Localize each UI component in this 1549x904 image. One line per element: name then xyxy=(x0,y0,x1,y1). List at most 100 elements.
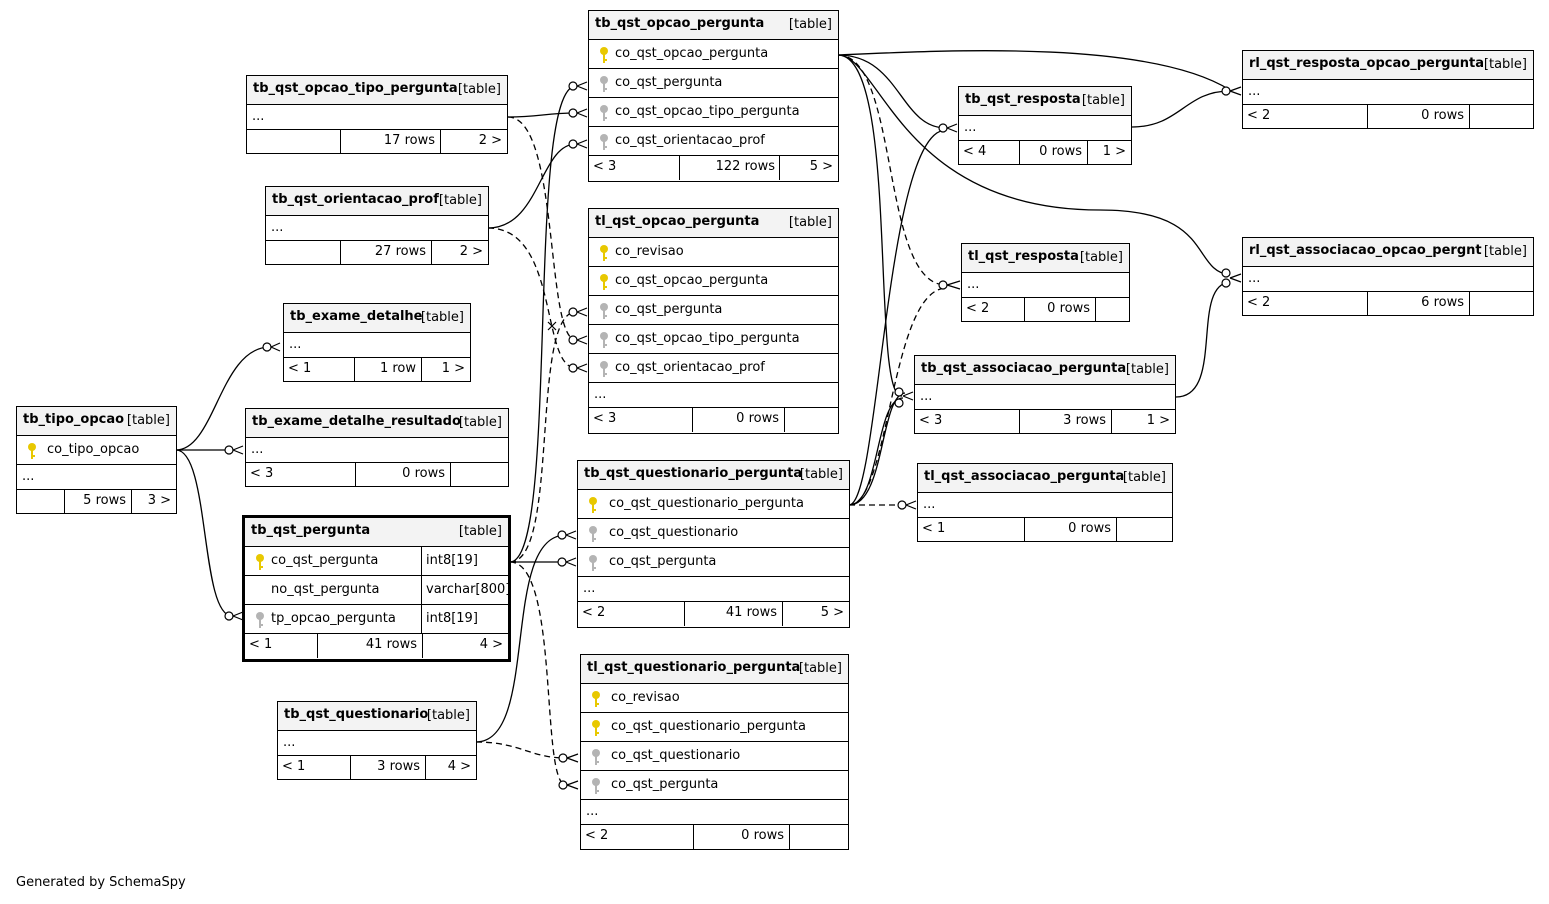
table-tag: [table] xyxy=(457,82,501,97)
table-tb-qst-opcao-tipo-pergunta[interactable]: tb_qst_opcao_tipo_pergunta[table] ... 17… xyxy=(246,75,508,154)
children-count[interactable]: 5 > xyxy=(779,156,838,180)
primary-key-icon xyxy=(599,273,609,291)
parents-count[interactable]: < 3 xyxy=(250,466,274,481)
columns-ellipsis: ... xyxy=(1243,267,1533,292)
columns-ellipsis: ... xyxy=(962,273,1129,298)
table-tag: [table] xyxy=(458,415,502,430)
parents-count[interactable]: < 1 xyxy=(249,637,273,652)
children-count[interactable]: 2 > xyxy=(431,241,488,265)
parents-count xyxy=(17,490,64,514)
children-count[interactable]: 1 > xyxy=(1111,410,1175,434)
field-row: co_revisao xyxy=(581,684,848,713)
table-header: tb_qst_associacao_pergunta[table] xyxy=(915,356,1175,385)
table-tag: [table] xyxy=(126,413,170,428)
foreign-key-icon xyxy=(599,302,609,320)
table-tl-qst-opcao-pergunta[interactable]: tl_qst_opcao_pergunta[table] co_revisao … xyxy=(588,208,839,434)
field-name: co_qst_questionario_pergunta xyxy=(611,719,806,734)
foreign-key-icon xyxy=(599,104,609,122)
parents-count[interactable]: < 4 xyxy=(963,144,987,159)
table-name: tl_qst_associacao_pergunta xyxy=(924,469,1125,484)
field-name: co_qst_pergunta xyxy=(615,302,723,317)
table-tl-qst-questionario-pergunta[interactable]: tl_qst_questionario_pergunta[table] co_r… xyxy=(580,654,849,850)
columns-ellipsis: ... xyxy=(589,383,838,408)
field-name: co_qst_pergunta xyxy=(615,75,723,90)
primary-key-icon xyxy=(599,46,609,64)
row-count: 122 rows xyxy=(679,156,780,180)
children-count[interactable]: 3 > xyxy=(131,490,176,514)
parents-count[interactable]: < 2 xyxy=(1247,295,1271,310)
table-name: tb_qst_pergunta xyxy=(251,523,371,538)
children-count[interactable]: 1 > xyxy=(421,358,470,382)
table-tag: [table] xyxy=(426,708,470,723)
field-name: co_qst_opcao_tipo_pergunta xyxy=(615,104,800,119)
table-tag: [table] xyxy=(1081,93,1125,108)
parents-count[interactable]: < 1 xyxy=(922,521,946,536)
table-name: tb_qst_opcao_tipo_pergunta xyxy=(253,81,458,96)
field-row: co_qst_orientacao_prof xyxy=(589,127,838,156)
field-name: co_revisao xyxy=(615,244,684,259)
parents-count[interactable]: < 2 xyxy=(585,828,609,843)
row-count: 1 row xyxy=(354,358,421,382)
children-count[interactable]: 1 > xyxy=(1087,141,1131,165)
table-tl-qst-associacao-pergunta[interactable]: tl_qst_associacao_pergunta[table] ... < … xyxy=(917,463,1173,542)
table-tag: [table] xyxy=(798,661,842,676)
columns-ellipsis: ... xyxy=(959,116,1131,141)
table-tb-qst-opcao-pergunta[interactable]: tb_qst_opcao_pergunta[table] co_qst_opca… xyxy=(588,10,839,182)
parents-count[interactable]: < 3 xyxy=(593,411,617,426)
field-name: co_qst_opcao_pergunta xyxy=(615,46,769,61)
primary-key-icon xyxy=(588,496,598,514)
field-name: tp_opcao_pergunta xyxy=(271,611,396,626)
primary-key-icon xyxy=(27,442,37,460)
parents-count[interactable]: < 3 xyxy=(593,159,617,174)
parents-count[interactable]: < 2 xyxy=(582,605,606,620)
table-rl-qst-associacao-opcao-pergnt[interactable]: rl_qst_associacao_opcao_pergnt[table] ..… xyxy=(1242,237,1534,316)
foreign-key-icon xyxy=(599,133,609,151)
field-name: no_qst_pergunta xyxy=(271,582,380,597)
row-count: 0 rows xyxy=(355,463,450,487)
children-count xyxy=(784,408,838,432)
table-name: rl_qst_associacao_opcao_pergnt xyxy=(1249,243,1482,258)
children-count[interactable]: 4 > xyxy=(425,756,476,780)
table-tb-tipo-opcao[interactable]: tb_tipo_opcao[table] co_tipo_opcao ... 5… xyxy=(16,406,177,514)
field-name: co_qst_pergunta xyxy=(609,554,717,569)
table-tb-qst-orientacao-prof[interactable]: tb_qst_orientacao_prof[table] ... 27 row… xyxy=(265,186,489,265)
parents-count[interactable]: < 2 xyxy=(966,301,990,316)
table-tb-exame-detalhe-resultado[interactable]: tb_exame_detalhe_resultado[table] ... < … xyxy=(245,408,509,487)
field-row: co_revisao xyxy=(589,238,838,267)
children-count xyxy=(789,825,848,849)
parents-count[interactable]: < 2 xyxy=(1247,108,1271,123)
field-row: co_qst_opcao_pergunta xyxy=(589,40,838,69)
children-count[interactable]: 5 > xyxy=(782,602,849,626)
table-tb-qst-associacao-pergunta[interactable]: tb_qst_associacao_pergunta[table] ... < … xyxy=(914,355,1176,434)
table-tb-qst-questionario-pergunta[interactable]: tb_qst_questionario_pergunta[table] co_q… xyxy=(577,460,850,628)
table-name: tb_qst_questionario_pergunta xyxy=(584,466,803,481)
field-row: co_qst_questionario xyxy=(581,742,848,771)
field-name: co_qst_pergunta xyxy=(271,553,379,568)
field-row: co_qst_pergunta xyxy=(589,69,838,98)
parents-count[interactable]: < 1 xyxy=(282,759,306,774)
row-count: 0 rows xyxy=(692,408,784,432)
children-count[interactable]: 2 > xyxy=(440,130,507,154)
row-count: 27 rows xyxy=(340,241,431,265)
parents-count[interactable]: < 1 xyxy=(288,361,312,376)
parents-count[interactable]: < 3 xyxy=(919,413,943,428)
children-count[interactable]: 4 > xyxy=(422,634,508,658)
primary-key-icon xyxy=(255,553,265,571)
field-type: varchar[800] xyxy=(421,576,510,604)
table-rl-qst-resposta-opcao-pergunta[interactable]: rl_qst_resposta_opcao_pergunta[table] ..… xyxy=(1242,50,1534,129)
row-count: 17 rows xyxy=(340,130,440,154)
table-header: tb_qst_questionario[table] xyxy=(278,702,476,731)
foreign-key-icon xyxy=(591,777,601,795)
